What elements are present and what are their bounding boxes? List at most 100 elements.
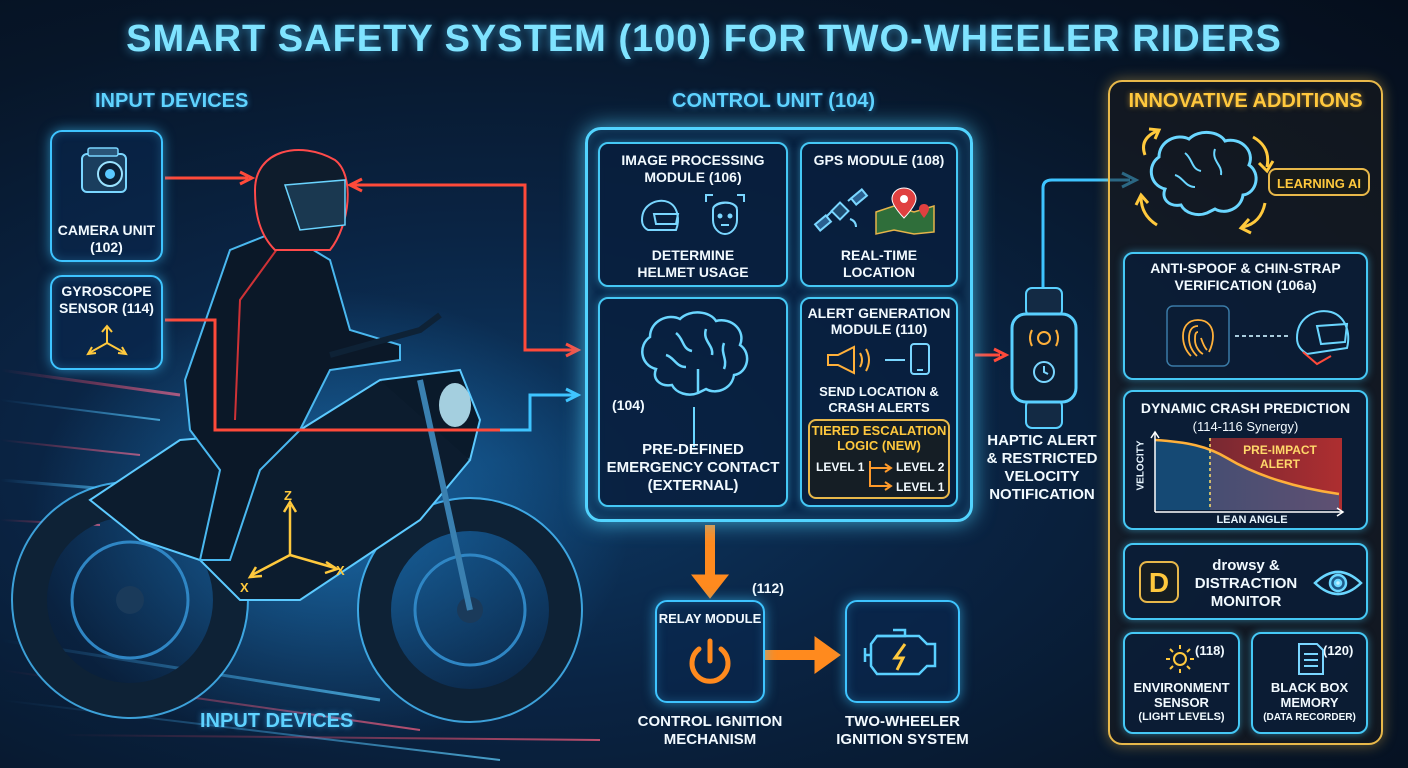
image-processing-module: IMAGE PROCESSING MODULE (106) DETERMINE … (598, 142, 788, 287)
real-time-label: REAL-TIME (840, 247, 918, 263)
drowsy-d-letter: D (1148, 567, 1170, 598)
innovative-additions-title: INNOVATIVE ADDITIONS (1128, 90, 1363, 112)
learning-ai-badge: LEARNING AI (1268, 168, 1370, 196)
input-devices-bottom-label: INPUT DEVICES (200, 710, 354, 732)
map-pin-icon (875, 187, 935, 235)
crash-prediction-title: DYNAMIC CRASH PREDICTION (1140, 400, 1351, 416)
image-processing-title-1: IMAGE PROCESSING (621, 152, 765, 168)
front-wheel (357, 497, 583, 723)
gyroscope-sensor-box: GYROSCOPE SENSOR (114) (50, 275, 163, 370)
gps-module: GPS MODULE (108) REAL-TIME LOCATION (800, 142, 958, 287)
page-title: SMART SAFETY SYSTEM (100) FOR TWO-WHEELE… (126, 18, 1282, 60)
environment-label: ENVIRONMENT (1133, 680, 1230, 695)
gps-module-title: GPS MODULE (108) (813, 152, 945, 168)
alert-label: ALERT (1260, 457, 1300, 471)
alert-dash (885, 359, 905, 361)
axis-x-left-label: X (240, 580, 249, 595)
gyroscope-label: GYROSCOPE (61, 283, 152, 299)
ignition-system-label: IGNITION SYSTEM (836, 731, 969, 748)
camera-unit-ref: (102) (90, 239, 123, 255)
face-icon (705, 194, 745, 236)
tiered-escalation-title-1: TIERED ESCALATION (811, 423, 947, 438)
brain-ref: (104) (612, 397, 645, 413)
relay-module-box: RELAY MODULE (655, 600, 765, 703)
memory-chip-icon (1298, 643, 1324, 675)
control-ignition-label: CONTROL IGNITION (637, 713, 783, 730)
drowsy-label: drowsy & (1212, 557, 1280, 574)
power-icon (689, 638, 731, 684)
megaphone-icon (827, 345, 870, 375)
relay-ref: (112) (752, 580, 784, 596)
gyro-axes-on-bike (247, 499, 340, 579)
gyroscope-icon (86, 324, 128, 356)
axis-z-label: Z (284, 488, 292, 503)
level-2-label: LEVEL 2 (896, 460, 945, 474)
distraction-label: DISTRACTION (1194, 575, 1298, 592)
helmet-icon (640, 199, 680, 231)
sensor-label: SENSOR (1154, 695, 1209, 710)
sun-icon (1166, 645, 1194, 673)
pre-defined-label: PRE-DEFINED (642, 441, 744, 458)
drowsy-monitor-box: D drowsy & DISTRACTION MONITOR (1123, 543, 1368, 620)
anti-spoof-title-2: VERIFICATION (106a) (1174, 277, 1317, 293)
send-location-label: SEND LOCATION & (819, 384, 939, 399)
restricted-label: & RESTRICTED (986, 450, 1098, 467)
drowsy-d-badge: D (1139, 561, 1179, 603)
emergency-contact-label: EMERGENCY CONTACT (606, 459, 780, 476)
alert-generation-module: ALERT GENERATION MODULE (110) SEND LOCAT… (800, 297, 958, 507)
data-recorder-label: (DATA RECORDER) (1263, 712, 1356, 723)
helmet-usage-label: HELMET USAGE (637, 264, 749, 280)
black-box-memory-box: (120) BLACK BOX MEMORY (DATA RECORDER) (1251, 632, 1368, 734)
brain-stem-line (693, 407, 695, 447)
mechanism-label: MECHANISM (663, 731, 757, 748)
smartwatch-icon (1010, 287, 1078, 429)
emergency-contact-module: (104) PRE-DEFINED EMERGENCY CONTACT (EXT… (598, 297, 788, 507)
engine-icon (863, 628, 937, 676)
brain-icon (641, 311, 749, 396)
learning-ai-brain-icon (1134, 127, 1275, 235)
black-box-ref: (120) (1323, 643, 1354, 658)
anti-spoof-title-1: ANTI-SPOOF & CHIN-STRAP (1150, 260, 1341, 276)
light-levels-label: (LIGHT LEVELS) (1138, 711, 1225, 723)
tiered-escalation-box: TIERED ESCALATION LOGIC (NEW) LEVEL 1 LE… (808, 419, 950, 499)
two-wheeler-label: TWO-WHEELER (845, 713, 960, 730)
alert-generation-title-2: MODULE (110) (830, 321, 928, 337)
lean-angle-axis-label: LEAN ANGLE (1216, 514, 1288, 526)
crash-prediction-box: DYNAMIC CRASH PREDICTION (114-116 Synerg… (1123, 390, 1368, 530)
camera-icon (81, 147, 127, 193)
tiered-escalation-title-2: LOGIC (NEW) (837, 438, 921, 453)
velocity-axis-label: VELOCITY (1135, 440, 1147, 491)
control-unit-title: CONTROL UNIT (104) (672, 90, 875, 112)
memory-label: MEMORY (1280, 695, 1339, 710)
helmet (253, 149, 349, 251)
environment-ref: (118) (1195, 643, 1225, 658)
fingerprint-icon (1166, 305, 1230, 367)
phone-icon (910, 343, 930, 375)
image-processing-title-2: MODULE (106) (644, 169, 742, 185)
camera-unit-label: CAMERA UNIT (57, 222, 156, 238)
notification-label: NOTIFICATION (989, 486, 1095, 503)
pre-impact-label: PRE-IMPACT (1243, 443, 1317, 457)
eye-icon (1313, 570, 1363, 596)
level-1b-label: LEVEL 1 (896, 480, 945, 494)
anti-spoof-dash (1235, 335, 1289, 337)
determine-label: DETERMINE (651, 247, 735, 263)
level-1-label: LEVEL 1 (816, 460, 865, 474)
ignition-system-box (845, 600, 960, 703)
helmet-strap-icon (1295, 310, 1350, 366)
location-label: LOCATION (842, 264, 916, 280)
satellite-icon (813, 188, 869, 232)
black-box-label: BLACK BOX (1270, 680, 1349, 695)
learning-ai-label: LEARNING AI (1276, 176, 1362, 191)
axis-x-right-label: X (336, 563, 345, 578)
escalation-arrows (869, 461, 893, 491)
velocity-label: VELOCITY (1004, 468, 1080, 485)
crash-prediction-subtitle: (114-116 Synergy) (1192, 419, 1299, 434)
input-devices-top-label: INPUT DEVICES (95, 90, 249, 112)
anti-spoof-box: ANTI-SPOOF & CHIN-STRAP VERIFICATION (10… (1123, 252, 1368, 380)
monitor-label: MONITOR (1210, 593, 1282, 610)
environment-sensor-box: (118) ENVIRONMENT SENSOR (LIGHT LEVELS) (1123, 632, 1240, 734)
crash-alerts-label: CRASH ALERTS (828, 400, 930, 415)
camera-unit-box: CAMERA UNIT (102) (50, 130, 163, 262)
